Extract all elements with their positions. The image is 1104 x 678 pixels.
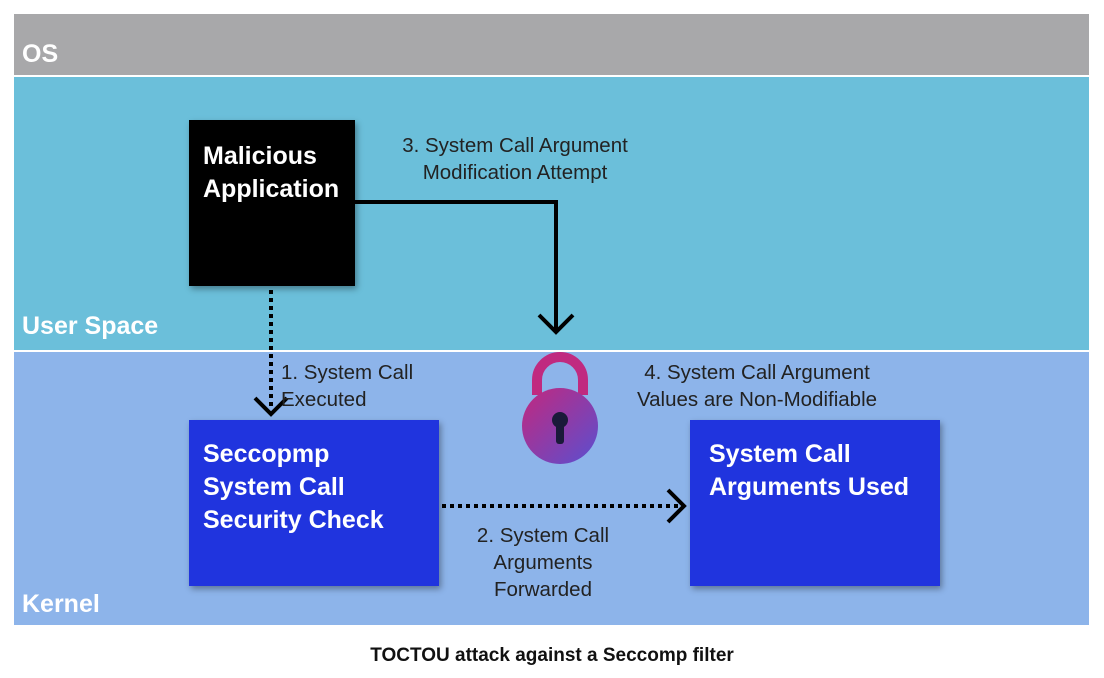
kernel-label: Kernel [22,590,100,618]
user-space-label: User Space [22,312,159,340]
malicious-application-box: Malicious Application [189,120,355,286]
step1-arrowhead [253,396,289,417]
step2-arrowhead [666,488,687,524]
step4-label: 4. System Call Argument Values are Non-M… [636,361,878,411]
step3-label: 3. System Call Argument Modification Att… [402,134,628,184]
figure-caption: TOCTOU attack against a Seccomp filter [370,645,734,666]
step1-label: 1. System Call Executed [281,361,414,411]
malicious-application-title: Malicious Application [203,142,340,203]
arguments-used-title: System Call Arguments Used [709,440,910,501]
step2-label: 2. System Call Arguments Forwarded [476,524,610,601]
os-layer: OS [14,14,1089,75]
padlock-icon [522,352,598,464]
seccomp-check-title: Seccopmp System Call Security Check [203,440,384,534]
step3-arrowhead [537,313,575,335]
os-label: OS [22,40,59,68]
step3-connector [355,200,558,330]
seccomp-check-box: Seccopmp System Call Security Check [189,420,439,586]
arguments-used-box: System Call Arguments Used [690,420,940,586]
